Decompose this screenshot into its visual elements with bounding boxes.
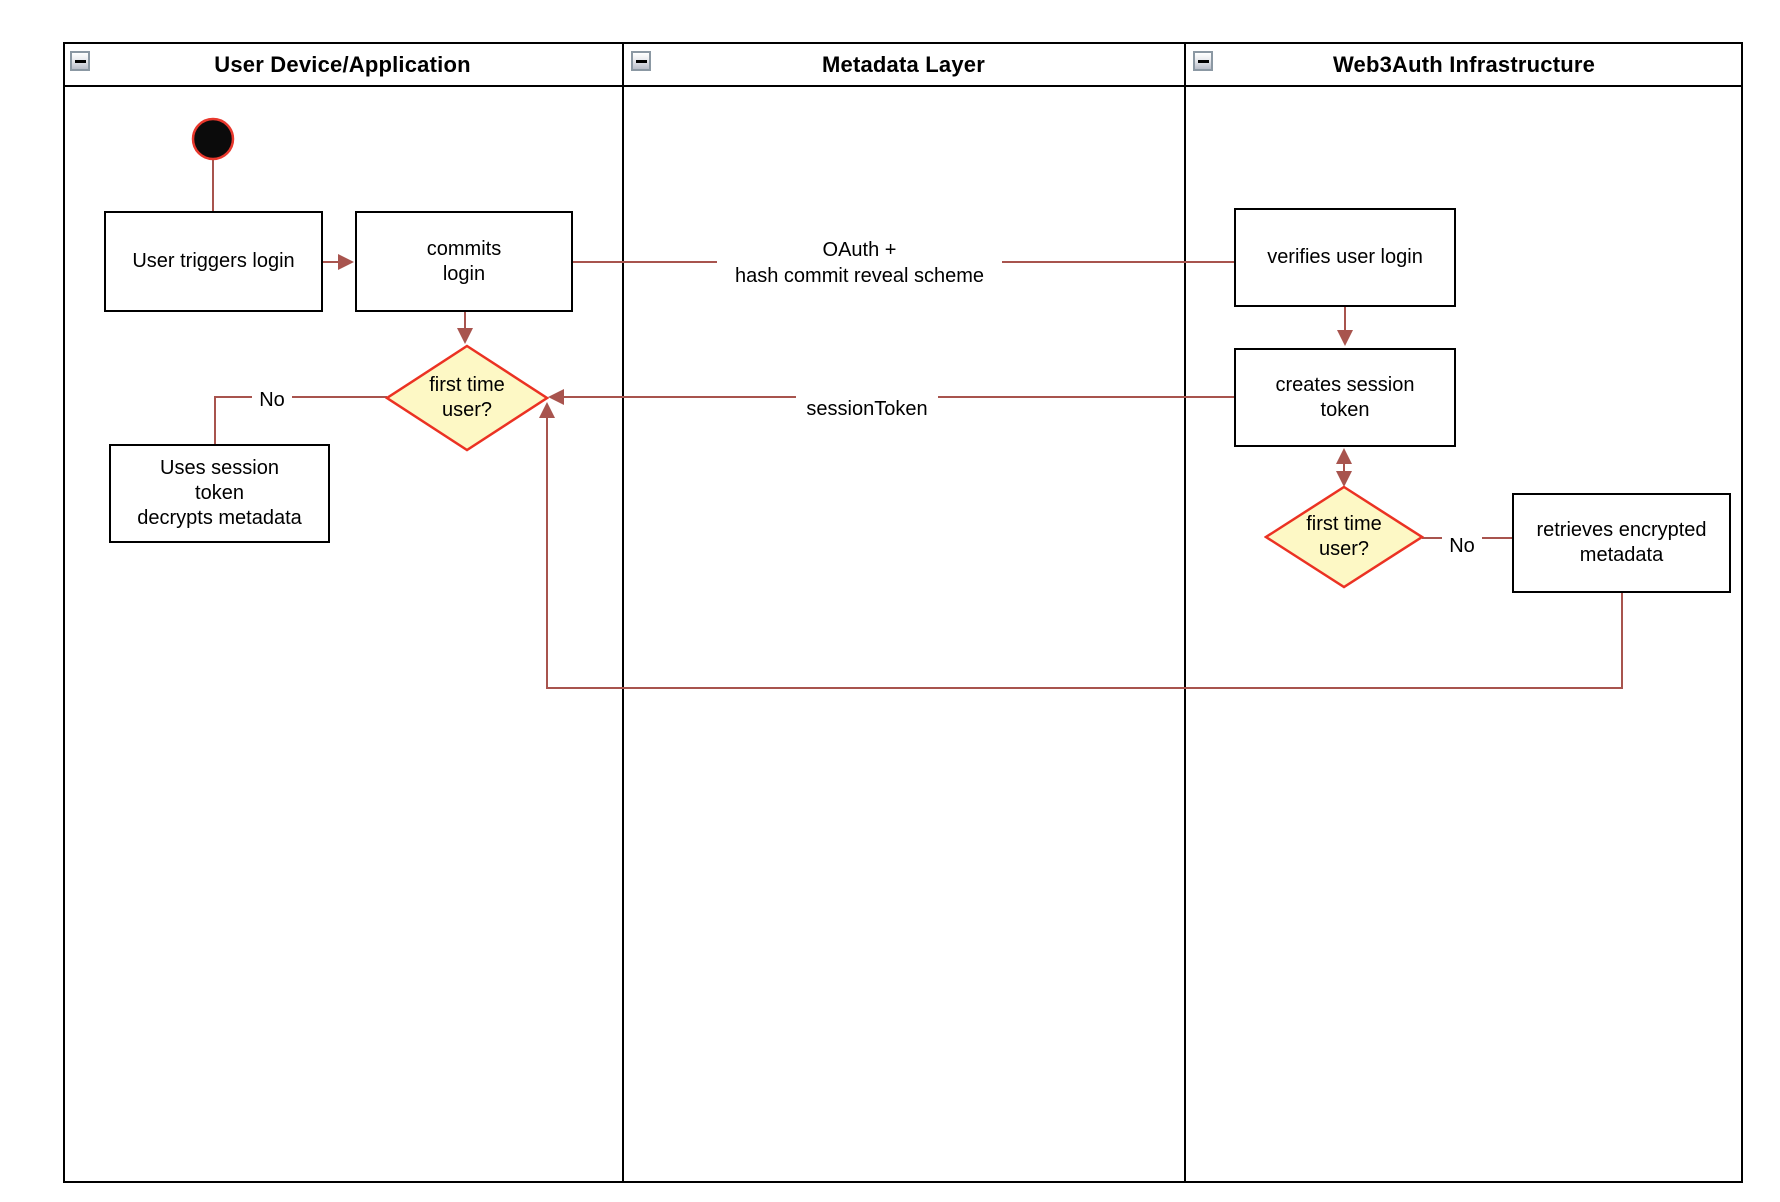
edge-create-decision-line bbox=[1343, 458, 1345, 476]
edge-commit-decision-arrowhead bbox=[457, 328, 473, 344]
edge-label-session-token: sessionToken bbox=[796, 395, 938, 423]
edge-no-left-line-h bbox=[215, 396, 387, 398]
edge-no-left-line-v bbox=[214, 396, 216, 444]
minus-icon bbox=[1197, 59, 1209, 63]
decision-first-time-user-right[interactable] bbox=[1264, 485, 1424, 589]
node-uses-session-token[interactable]: Uses session token decrypts metadata bbox=[109, 444, 330, 543]
edge-trigger-commit-line bbox=[323, 261, 341, 263]
edge-trigger-commit-arrowhead bbox=[338, 254, 354, 270]
edge-label-no-right: No bbox=[1442, 534, 1482, 558]
lane-divider-1 bbox=[622, 42, 624, 1183]
node-user-triggers-login[interactable]: User triggers login bbox=[104, 211, 323, 312]
edge-start-line bbox=[212, 158, 214, 211]
node-retrieves-encrypted-metadata[interactable]: retrieves encrypted metadata bbox=[1512, 493, 1731, 593]
decision-right-label: first time user? bbox=[1306, 513, 1382, 560]
lane-title-metadata-layer: Metadata Layer bbox=[822, 51, 985, 77]
start-state-circle[interactable] bbox=[190, 116, 236, 162]
lane-title-web3auth: Web3Auth Infrastructure bbox=[1332, 51, 1596, 77]
node-commits-login[interactable]: commits login bbox=[355, 211, 573, 312]
lane-divider-2 bbox=[1184, 42, 1186, 1183]
edge-session-token-arrowhead bbox=[548, 389, 564, 405]
collapse-icon[interactable] bbox=[1193, 51, 1213, 71]
lane-header-divider bbox=[63, 85, 1743, 87]
edge-label-no-left: No bbox=[252, 388, 292, 412]
node-verifies-user-login[interactable]: verifies user login bbox=[1234, 208, 1456, 307]
edge-verify-create-line bbox=[1344, 307, 1346, 333]
lane-title-user-device: User Device/Application bbox=[214, 51, 471, 77]
edge-feedback-line-v2 bbox=[546, 406, 548, 689]
edge-commit-decision-line bbox=[464, 312, 466, 330]
node-creates-session-token[interactable]: creates session token bbox=[1234, 348, 1456, 447]
minus-icon bbox=[74, 59, 86, 63]
edge-label-oauth: OAuth + hash commit reveal scheme bbox=[717, 237, 1002, 289]
edge-create-decision-arrowhead-down bbox=[1336, 471, 1352, 487]
edge-feedback-line-v1 bbox=[1621, 593, 1623, 689]
swimlane-pool bbox=[63, 42, 1743, 1183]
decision-first-time-user-left[interactable] bbox=[385, 344, 549, 452]
decision-left-label: first time user? bbox=[429, 374, 505, 421]
collapse-icon[interactable] bbox=[631, 51, 651, 71]
edge-feedback-line-h bbox=[547, 687, 1623, 689]
collapse-icon[interactable] bbox=[70, 51, 90, 71]
edge-feedback-arrowhead bbox=[539, 402, 555, 418]
edge-create-decision-arrowhead-up bbox=[1336, 448, 1352, 464]
minus-icon bbox=[635, 59, 647, 63]
edge-verify-create-arrowhead bbox=[1337, 330, 1353, 346]
